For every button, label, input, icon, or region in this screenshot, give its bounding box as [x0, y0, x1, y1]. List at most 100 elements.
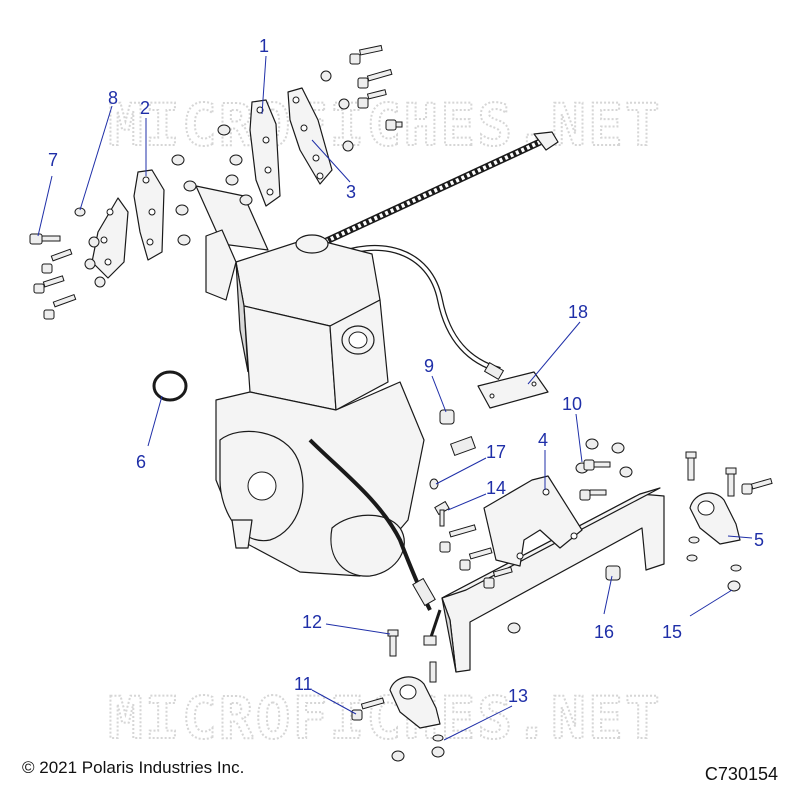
grommet-17	[429, 478, 439, 490]
svg-text:1: 1	[259, 36, 269, 56]
callout-8: 8	[79, 88, 118, 211]
ground-cable	[318, 131, 559, 248]
callout-15: 15	[662, 589, 733, 642]
nut-bracket-2	[619, 466, 633, 478]
svg-text:9: 9	[424, 356, 434, 376]
callout-1: 1	[259, 36, 269, 115]
bolt-upper-3	[357, 89, 387, 109]
washer-8	[74, 207, 86, 217]
svg-text:2: 2	[140, 98, 150, 118]
nut-13	[431, 746, 445, 758]
bolt-7	[29, 233, 61, 245]
watermark-top: MICROFICHES.NET	[108, 91, 662, 159]
bolt-upper-2	[357, 68, 393, 89]
washer-right-3	[730, 564, 742, 572]
callout-12: 12	[302, 612, 391, 635]
nut-left-2	[84, 258, 96, 270]
callout-6: 6	[136, 395, 163, 472]
callout-4: 4	[538, 430, 548, 490]
callout-10: 10	[562, 394, 583, 463]
svg-text:11: 11	[294, 674, 313, 694]
watermark-bottom: MICROFICHES.NET	[108, 684, 662, 752]
engine-assembly	[205, 229, 477, 646]
callout-18: 18	[527, 302, 588, 385]
nut-left-1	[88, 236, 100, 248]
washer-right-1	[688, 536, 700, 544]
heat-shield-18	[477, 371, 549, 409]
bolt-right-2	[725, 467, 737, 497]
nut-left-4	[183, 180, 197, 192]
bolt-bracket-2	[579, 489, 607, 501]
o-ring-6	[152, 370, 188, 402]
svg-text:10: 10	[562, 394, 582, 414]
washer-right-2	[686, 554, 698, 562]
nut-bracket-1	[611, 442, 625, 454]
nut-upper-4	[239, 194, 253, 206]
clip-14	[434, 500, 450, 527]
copyright-text: © 2021 Polaris Industries Inc.	[22, 758, 245, 777]
svg-text:17: 17	[486, 442, 506, 462]
callout-3: 3	[311, 139, 356, 202]
engine-bracket-plate	[195, 185, 269, 251]
bolt-upper-4	[385, 119, 403, 131]
svg-text:4: 4	[538, 430, 548, 450]
bolt-left-a	[41, 248, 73, 274]
svg-text:12: 12	[302, 612, 322, 632]
svg-text:13: 13	[508, 686, 528, 706]
bolt-bracket-1	[583, 459, 611, 471]
nut-upper-3	[225, 174, 239, 186]
bolt-right-1	[685, 451, 697, 481]
nut-upper-2	[229, 154, 243, 166]
callout-7: 7	[37, 150, 58, 237]
svg-text:5: 5	[754, 530, 764, 550]
callout-5: 5	[727, 530, 764, 550]
bolt-right-3	[741, 477, 773, 495]
washer-13a	[432, 734, 444, 742]
bolt-left-frame-2	[459, 547, 493, 571]
callout-16: 16	[594, 575, 614, 642]
bolt-left-frame-1	[439, 524, 477, 553]
nut-right-1	[320, 70, 332, 82]
nut-bottom-left	[391, 750, 405, 762]
engine-mount-bracket-4	[483, 475, 583, 567]
svg-text:14: 14	[486, 478, 506, 498]
nut-right-3	[342, 140, 354, 152]
callout-9: 9	[424, 356, 447, 413]
bolt-12	[387, 629, 399, 657]
nut-15	[727, 580, 741, 592]
svg-text:3: 3	[346, 182, 356, 202]
callout-14: 14	[447, 478, 506, 511]
bolt-11	[351, 697, 385, 721]
mount-plate-3	[287, 87, 333, 185]
mount-plate-left-2	[133, 169, 165, 261]
svg-text:18: 18	[568, 302, 588, 322]
bolt-left-frame-3	[483, 566, 513, 589]
callout-13: 13	[443, 686, 528, 741]
nut-left-7	[171, 154, 185, 166]
bushing-16	[605, 565, 621, 581]
bolt-bottom-v	[429, 661, 437, 683]
nut-frame-low	[507, 622, 521, 634]
nut-upper-1	[217, 124, 231, 136]
svg-text:15: 15	[662, 622, 682, 642]
frame-crossmember	[441, 487, 665, 673]
bolt-left-b	[33, 275, 65, 294]
svg-text:16: 16	[594, 622, 614, 642]
sensor-9	[439, 409, 455, 425]
engine-mount-bottom	[389, 676, 441, 729]
mount-plate-1	[249, 99, 281, 207]
engine-mount-5	[689, 492, 741, 545]
harness-loop	[328, 244, 505, 381]
nut-bracket-3	[585, 438, 599, 450]
svg-text:6: 6	[136, 452, 146, 472]
drawing-number: C730154	[704, 764, 778, 784]
svg-text:7: 7	[48, 150, 58, 170]
callout-2: 2	[140, 98, 150, 176]
bolt-left-c	[43, 293, 77, 320]
nut-left-3	[94, 276, 106, 288]
nut-left-6	[177, 234, 191, 246]
bolt-upper-1	[349, 44, 383, 65]
svg-text:8: 8	[108, 88, 118, 108]
callout-11: 11	[294, 674, 357, 715]
